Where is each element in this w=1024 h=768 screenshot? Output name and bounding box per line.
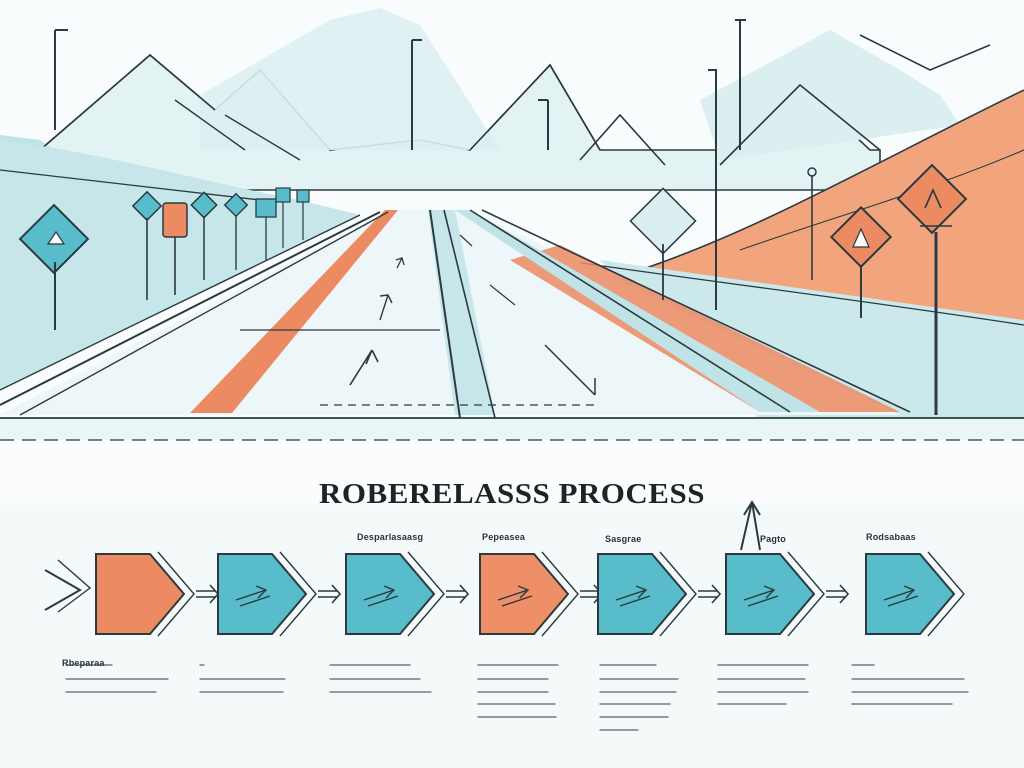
step-descriptions bbox=[65, 664, 969, 731]
connector-arrow-icon bbox=[446, 584, 470, 604]
connector-arrow-icon bbox=[318, 584, 342, 604]
connector-arrow-icon bbox=[826, 584, 850, 604]
process-step-1 bbox=[95, 551, 220, 637]
step-arrow-icon bbox=[615, 585, 651, 607]
process-step-7 bbox=[865, 551, 965, 637]
mountains bbox=[0, 8, 991, 230]
step-label-5: Sasgrae bbox=[605, 534, 642, 544]
step-chevron bbox=[95, 553, 186, 635]
process-step-4 bbox=[479, 551, 604, 637]
step-arrow-icon bbox=[883, 585, 919, 607]
road bbox=[0, 209, 911, 419]
step-arrow-icon bbox=[363, 585, 399, 607]
step-label-7: Rodsabaas bbox=[866, 532, 916, 542]
step-arrow-icon bbox=[235, 585, 271, 607]
step-label-1: Rbeparaa bbox=[62, 658, 105, 668]
connector-arrow-icon bbox=[698, 584, 722, 604]
process-step-2 bbox=[217, 551, 342, 637]
step-label-6: Pagto bbox=[760, 534, 787, 544]
process-steps bbox=[95, 551, 965, 637]
left-road-signs bbox=[18, 187, 310, 330]
street-poles bbox=[54, 19, 746, 310]
process-step-3 bbox=[345, 551, 470, 637]
right-road-signs bbox=[629, 163, 968, 415]
process-step-6 bbox=[725, 551, 850, 637]
process-step-5 bbox=[597, 551, 722, 637]
step-label-3: Desparlasaasg bbox=[357, 532, 424, 542]
step-label-4: Pepeasea bbox=[482, 532, 526, 542]
step-arrow-icon bbox=[743, 585, 779, 607]
step-arrow-icon bbox=[497, 585, 533, 607]
diagram-title: ROBERELASSS PROCESS bbox=[319, 477, 705, 510]
